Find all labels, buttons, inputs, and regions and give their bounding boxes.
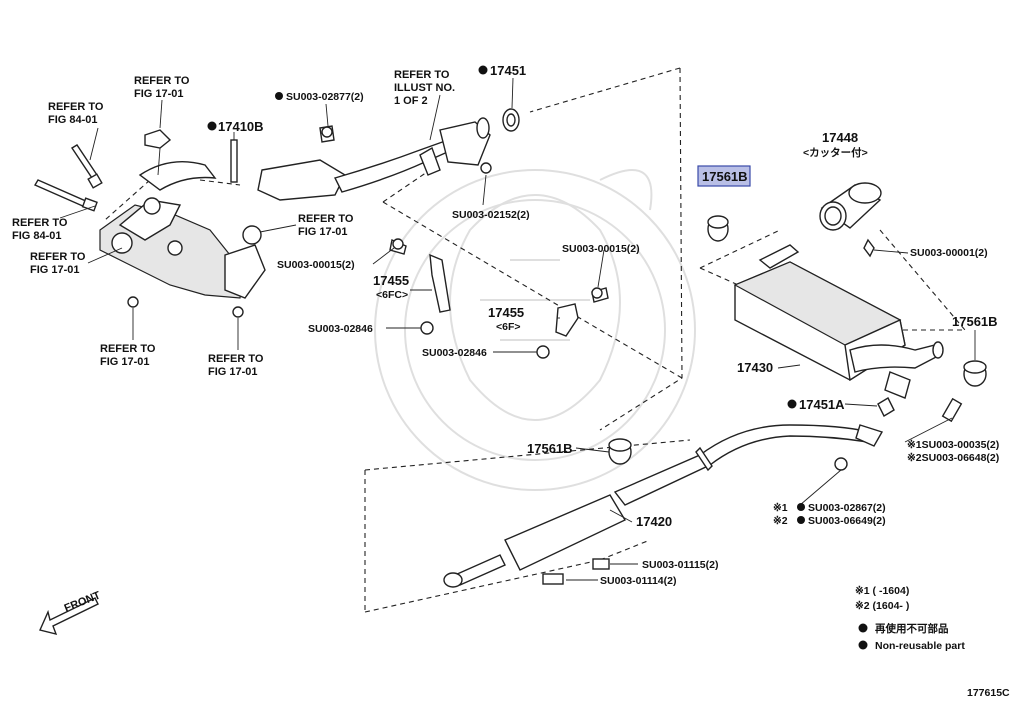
svg-text:1 OF 2: 1 OF 2 xyxy=(394,95,428,107)
svg-text:REFER TO: REFER TO xyxy=(208,353,264,365)
svg-text:REFER TO: REFER TO xyxy=(298,213,354,225)
label-su003-00001[interactable]: SU003-00001(2) xyxy=(910,247,988,259)
svg-text:FIG 17-01: FIG 17-01 xyxy=(30,264,80,276)
label-su003-01114[interactable]: SU003-01114(2) xyxy=(600,575,676,587)
ref-label-fig17-left[interactable]: REFER TO FIG 17-01 xyxy=(30,251,86,276)
label-su003-02867[interactable]: SU003-02867(2) xyxy=(808,502,886,514)
exhaust-manifold[interactable] xyxy=(99,129,266,318)
svg-text:再使用不可部品: 再使用不可部品 xyxy=(875,622,949,635)
watermark-emblem xyxy=(374,169,696,491)
tail-cutter-17448[interactable] xyxy=(819,182,882,258)
label-su003-01115[interactable]: SU003-01115(2) xyxy=(642,559,718,571)
ref-label-fig17-upper[interactable]: REFER TO FIG 17-01 xyxy=(134,75,190,100)
front-pipe-catalytic[interactable] xyxy=(257,117,492,201)
hanger-17561b-middle[interactable] xyxy=(608,438,632,465)
label-17451a[interactable]: 17451A xyxy=(799,397,845,412)
bolts-su003-02846[interactable] xyxy=(420,321,550,359)
svg-text:FIG 17-01: FIG 17-01 xyxy=(100,356,150,368)
label-17455-6f[interactable]: 17455 xyxy=(488,305,524,320)
main-muffler-17430[interactable] xyxy=(733,244,944,399)
center-pipe-17420[interactable] xyxy=(443,424,884,588)
label-17430[interactable]: 17430 xyxy=(737,360,773,375)
label-17455-6fc[interactable]: 17455 xyxy=(373,273,409,288)
label-17561b-right[interactable]: 17561B xyxy=(952,314,998,329)
ref-label-illust[interactable]: REFER TO ILLUST NO. 1 OF 2 xyxy=(394,69,455,107)
label-su003-06649[interactable]: SU003-06649(2) xyxy=(808,515,886,527)
front-arrow: FRONT xyxy=(39,589,103,636)
label-su003-00015-left[interactable]: SU003-00015(2) xyxy=(277,259,355,271)
label-su003-02846-right[interactable]: SU003-02846 xyxy=(422,347,487,359)
hanger-17561b-top[interactable] xyxy=(707,215,729,242)
label-17448[interactable]: 17448 xyxy=(822,130,858,145)
gasket-17451a[interactable] xyxy=(877,397,895,417)
label-mark-2: ※2 xyxy=(773,515,788,527)
legend-non-reusable: 再使用不可部品 Non-reusable part xyxy=(858,622,965,652)
non-reusable-marks xyxy=(207,65,805,524)
label-su003-02152[interactable]: SU003-02152(2) xyxy=(452,209,530,221)
svg-text:FIG 17-01: FIG 17-01 xyxy=(208,366,258,378)
label-17451[interactable]: 17451 xyxy=(490,63,526,78)
svg-text:REFER TO: REFER TO xyxy=(12,217,68,229)
label-su003-00035[interactable]: ※1SU003-00035(2) xyxy=(907,439,999,451)
label-su003-02877[interactable]: SU003-02877(2) xyxy=(286,91,364,103)
label-su003-06648[interactable]: ※2SU003-06648(2) xyxy=(907,452,999,464)
svg-text:REFER TO: REFER TO xyxy=(134,75,190,87)
ref-label-fig17-bottom-right[interactable]: REFER TO FIG 17-01 xyxy=(208,353,264,378)
label-17561b-middle[interactable]: 17561B xyxy=(527,441,573,456)
svg-text:REFER TO: REFER TO xyxy=(394,69,450,81)
footnote-1: ※1 ( -1604) xyxy=(855,585,909,597)
label-17410b[interactable]: 17410B xyxy=(218,119,264,134)
oxygen-sensor-lower[interactable] xyxy=(33,179,98,212)
label-mark-1: ※1 xyxy=(773,502,788,514)
label-17455-6f-sub: <6F> xyxy=(496,321,521,333)
svg-text:ILLUST NO.: ILLUST NO. xyxy=(394,82,455,94)
svg-text:REFER TO: REFER TO xyxy=(30,251,86,263)
label-su003-02846-left[interactable]: SU003-02846 xyxy=(308,323,373,335)
svg-text:FIG 84-01: FIG 84-01 xyxy=(12,230,62,242)
label-17420[interactable]: 17420 xyxy=(636,514,672,529)
leader-lines xyxy=(59,77,976,581)
svg-text:REFER TO: REFER TO xyxy=(100,343,156,355)
label-17561b-highlighted[interactable]: 17561B xyxy=(697,165,751,187)
label-17455-6fc-sub: <6FC> xyxy=(376,289,408,301)
svg-text:Non-reusable part: Non-reusable part xyxy=(875,640,965,652)
bolts-misc[interactable] xyxy=(321,126,963,585)
svg-text:17561B: 17561B xyxy=(702,169,748,184)
oxygen-sensor-upper[interactable] xyxy=(71,144,103,189)
hanger-17561b-right[interactable] xyxy=(963,360,987,387)
gasket-17451[interactable] xyxy=(502,108,520,132)
diagram-code: 177615C xyxy=(967,687,1010,699)
svg-text:REFER TO: REFER TO xyxy=(48,101,104,113)
footnote-2: ※2 (1604- ) xyxy=(855,600,909,612)
gasket-17410b[interactable] xyxy=(230,132,238,183)
label-su003-00015-right[interactable]: SU003-00015(2) xyxy=(562,243,640,255)
ref-label-fig17-bottom-left[interactable]: REFER TO FIG 17-01 xyxy=(100,343,156,368)
ref-label-fig84-lower[interactable]: REFER TO FIG 84-01 xyxy=(12,217,68,242)
ref-label-fig84-upper[interactable]: REFER TO FIG 84-01 xyxy=(48,101,104,126)
svg-text:FIG 17-01: FIG 17-01 xyxy=(298,226,348,238)
svg-text:FIG 84-01: FIG 84-01 xyxy=(48,114,98,126)
svg-text:FIG 17-01: FIG 17-01 xyxy=(134,88,184,100)
ref-label-fig17-mid[interactable]: REFER TO FIG 17-01 xyxy=(298,213,354,238)
label-17448-sub: <カッター付> xyxy=(803,146,868,159)
